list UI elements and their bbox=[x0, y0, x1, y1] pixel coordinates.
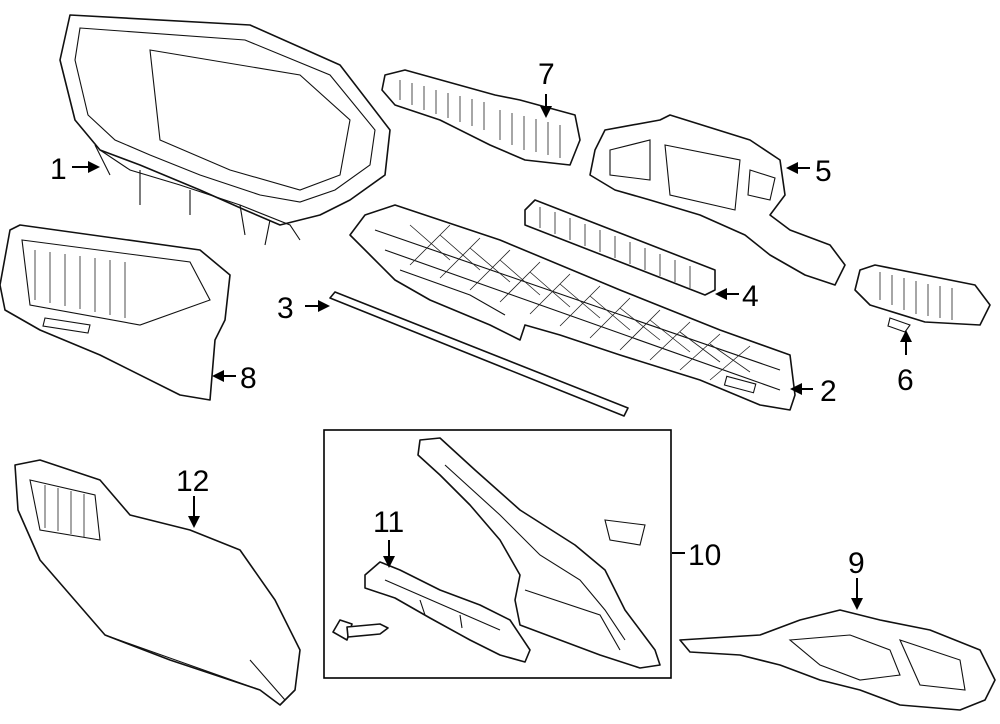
callout-10: 10 bbox=[688, 539, 721, 572]
callout-5: 5 bbox=[815, 155, 832, 188]
part-9-lower-bracket[interactable] bbox=[679, 609, 996, 711]
part-5-bracket[interactable] bbox=[589, 114, 846, 286]
part-8-lower-panel[interactable] bbox=[0, 224, 231, 401]
part-3-trim-strip[interactable] bbox=[329, 291, 629, 417]
callout-9: 9 bbox=[848, 547, 865, 580]
part-7-center-vent[interactable] bbox=[381, 69, 581, 166]
part-12-lower-cover[interactable] bbox=[14, 459, 301, 706]
part-4-grille[interactable] bbox=[524, 199, 716, 296]
callout-2: 2 bbox=[820, 375, 837, 408]
callout-3: 3 bbox=[277, 292, 294, 325]
part-11-bracket-bolt[interactable] bbox=[332, 561, 531, 663]
callout-11: 11 bbox=[373, 506, 404, 539]
leader-lines bbox=[72, 94, 912, 610]
part-2-dash-frame[interactable] bbox=[349, 204, 796, 411]
callout-1: 1 bbox=[50, 153, 67, 186]
part-1-instrument-cluster[interactable] bbox=[59, 14, 391, 246]
callout-4: 4 bbox=[742, 280, 759, 313]
callout-12: 12 bbox=[176, 465, 209, 498]
callout-8: 8 bbox=[240, 362, 257, 395]
callout-6: 6 bbox=[897, 364, 914, 397]
callout-labels: 1 2 3 4 5 6 7 8 9 10 11 12 bbox=[50, 58, 914, 580]
part-10-frame[interactable] bbox=[417, 437, 661, 669]
part-10-group-box bbox=[323, 429, 672, 679]
part-6-side-vent[interactable] bbox=[854, 264, 991, 333]
callout-7: 7 bbox=[538, 58, 555, 91]
